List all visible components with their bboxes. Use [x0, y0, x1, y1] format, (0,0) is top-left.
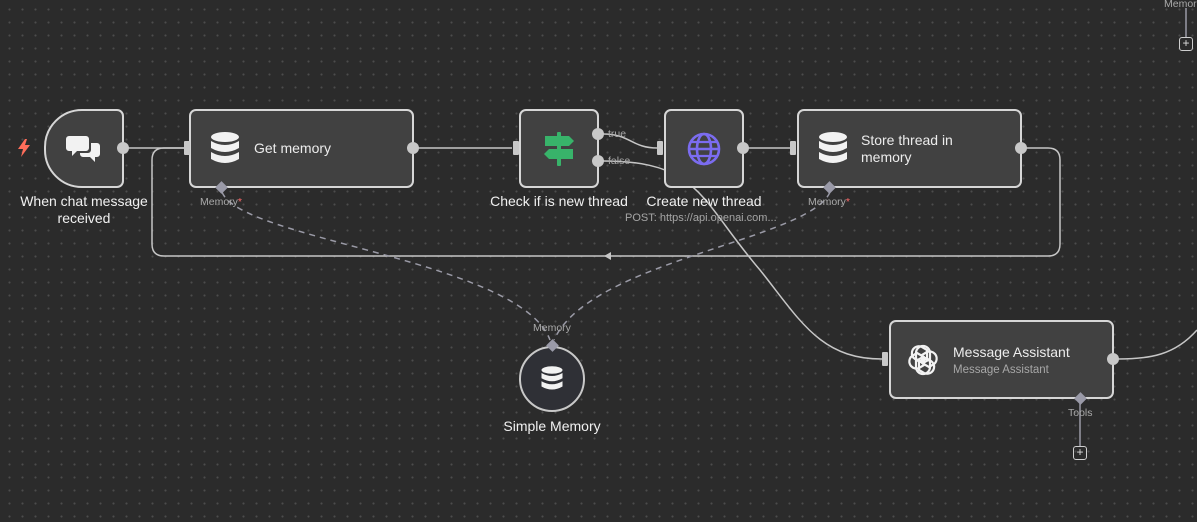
add-tool-button[interactable]: + [1073, 446, 1087, 460]
edge-check-create-true [602, 133, 658, 149]
database-icon [532, 359, 572, 399]
check-true-output-handle[interactable] [592, 128, 604, 140]
node-message-assistant[interactable]: Message Assistant Message Assistant [889, 320, 1114, 399]
message-assistant-title: Message Assistant [953, 343, 1070, 360]
signpost-icon [539, 129, 579, 169]
message-assistant-tools-label: Tools [1068, 407, 1093, 419]
store-thread-memory-label: Memory* [808, 196, 851, 208]
loop-arrow [604, 252, 611, 260]
edge-memory-store [553, 191, 831, 341]
database-icon [813, 129, 853, 169]
node-get-memory[interactable]: Get memory [189, 109, 414, 188]
node-simple-memory[interactable] [519, 346, 585, 412]
check-false-output-handle[interactable] [592, 155, 604, 167]
create-thread-input-handle[interactable] [657, 141, 663, 155]
store-thread-input-handle[interactable] [790, 141, 796, 155]
edge-assistant-out [1117, 329, 1197, 360]
message-assistant-output-handle[interactable] [1107, 353, 1119, 365]
store-thread-title: Store thread in memory [861, 131, 953, 165]
store-thread-output-handle[interactable] [1015, 142, 1027, 154]
openai-icon [903, 340, 943, 380]
edge-check-assistant-false [602, 160, 883, 360]
trigger-bolt-icon [18, 139, 30, 157]
database-icon [205, 129, 245, 169]
get-memory-memory-label: Memory* [200, 196, 243, 208]
node-create-new-thread[interactable] [664, 109, 744, 188]
create-thread-output-handle[interactable] [737, 142, 749, 154]
message-assistant-input-handle[interactable] [882, 352, 888, 366]
get-memory-input-handle[interactable] [184, 141, 190, 155]
add-memory-button[interactable]: + [1179, 37, 1193, 51]
create-thread-label: Create new thread [646, 193, 762, 209]
message-assistant-subtitle: Message Assistant [953, 363, 1049, 376]
simple-memory-port-label: Memory [533, 322, 571, 334]
get-memory-title: Get memory [254, 140, 332, 156]
create-thread-subtitle: POST: https://api.openai.com... [625, 212, 777, 224]
get-memory-output-handle[interactable] [407, 142, 419, 154]
branch-true-label: true [608, 128, 627, 140]
corner-memory-label: Memor [1164, 0, 1197, 10]
chat-trigger-label: When chat message received [20, 193, 148, 226]
chat-trigger-output-handle[interactable] [117, 142, 129, 154]
chat-bubbles-icon [64, 129, 104, 169]
edge-memory-getmemory [221, 191, 551, 341]
simple-memory-label: Simple Memory [503, 418, 601, 434]
node-chat-trigger[interactable] [44, 109, 124, 188]
globe-icon [684, 129, 724, 169]
check-input-handle[interactable] [513, 141, 519, 155]
check-new-thread-label: Check if is new thread [490, 193, 628, 209]
node-store-thread[interactable]: Store thread in memory [797, 109, 1022, 188]
branch-false-label: false [608, 155, 631, 167]
node-check-new-thread[interactable] [519, 109, 599, 188]
